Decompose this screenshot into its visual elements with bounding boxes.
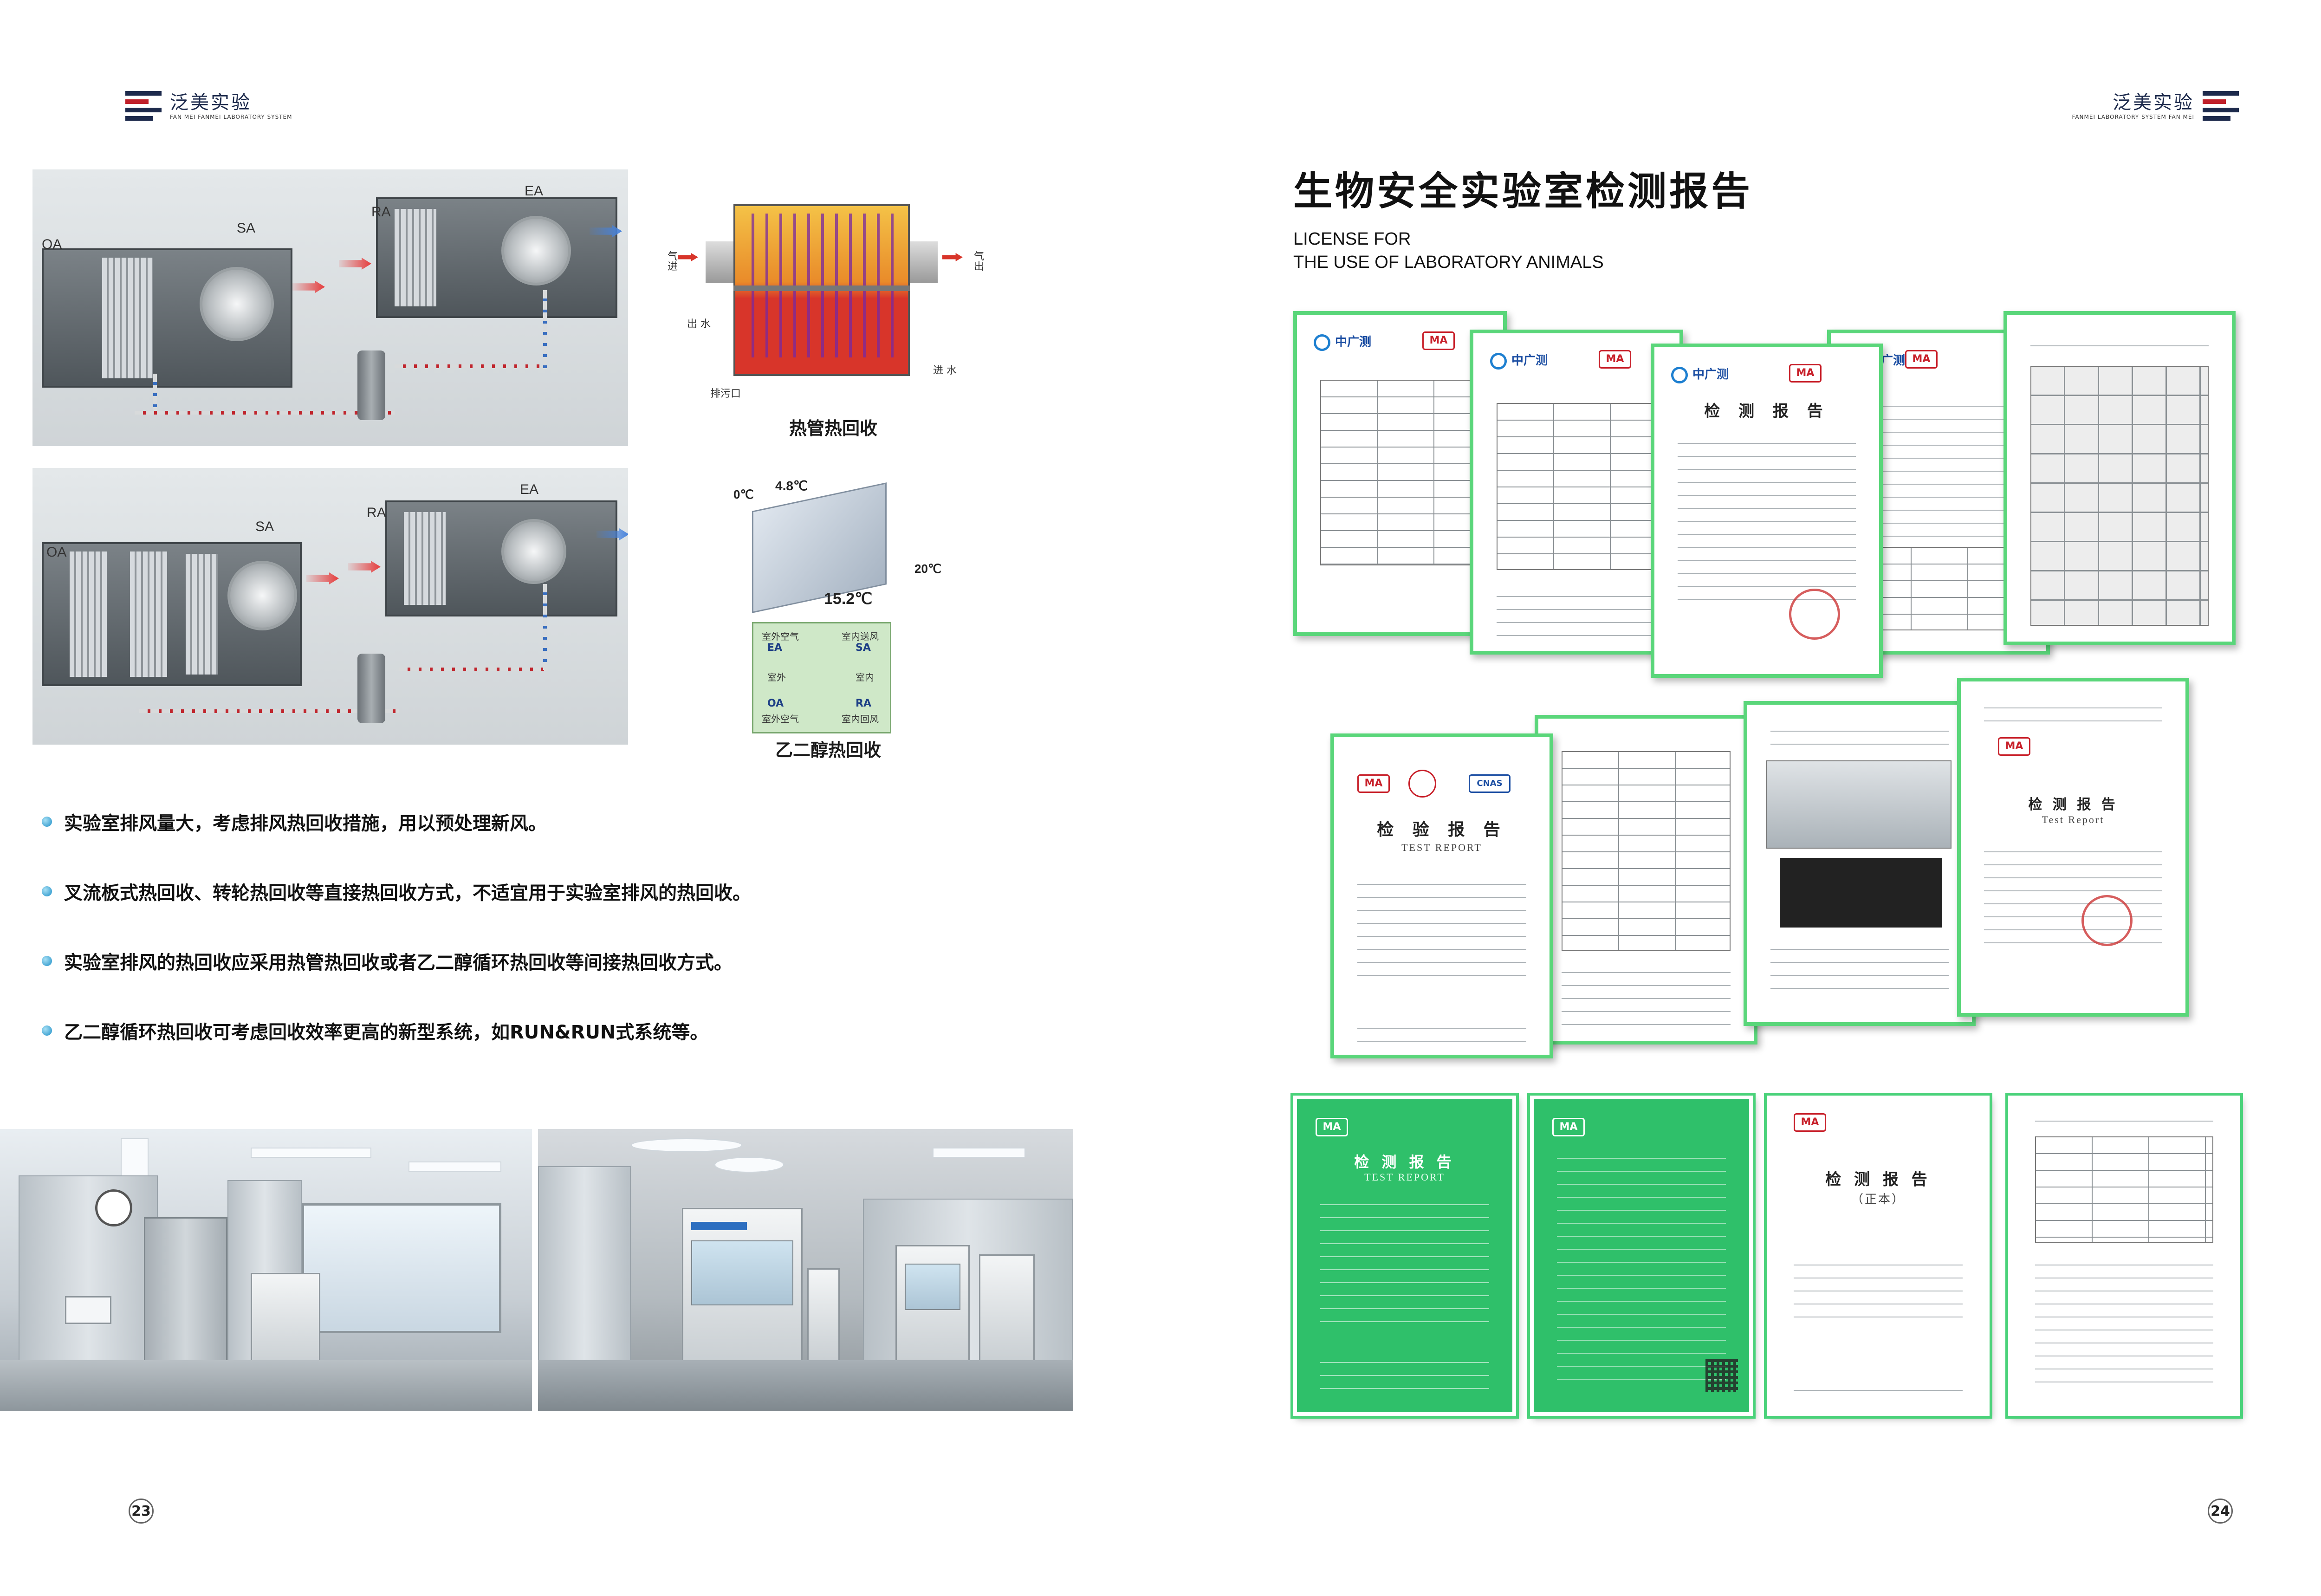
certificate: MA 检 测 报 告 Test Report xyxy=(1957,678,2189,1017)
certificate-green: MA xyxy=(1530,1096,1753,1416)
brand-logo-left: 泛美实验 FAN MEI FANMEI LABORATORY SYSTEM xyxy=(125,91,292,121)
caption-heat-pipe: 热管热回收 xyxy=(789,418,878,439)
label-ra-2: RA xyxy=(367,505,386,520)
brand-mark-icon xyxy=(2203,91,2239,121)
label-oa-2: OA xyxy=(46,545,67,560)
label-drain: 排污口 xyxy=(710,388,741,400)
panel-sa: SA xyxy=(856,642,871,654)
hvac-glycol-render: OA SA RA EA xyxy=(32,468,628,745)
panel-ea-cn: 室外空气 xyxy=(762,631,799,642)
bullet-dot-icon xyxy=(42,817,52,827)
label-ea-2: EA xyxy=(520,482,539,497)
label-sa: SA xyxy=(237,221,256,236)
panel-sa-cn: 室内送风 xyxy=(842,631,879,642)
brand-mark-icon xyxy=(125,91,162,121)
bullet-item: 实验室排风的热回收应采用热管热回收或者乙二醇循环热回收等间接热回收方式。 xyxy=(42,942,1109,980)
certificate-green: MA 检 测 报 告 TEST REPORT xyxy=(1293,1096,1516,1416)
bullet-item: 乙二醇循环热回收可考虑回收效率更高的新型系统，如RUN&RUN式系统等。 xyxy=(42,1012,1109,1049)
page-number-left: 23 xyxy=(129,1499,154,1524)
left-page: 泛美实验 FAN MEI FANMEI LABORATORY SYSTEM OA… xyxy=(0,91,1109,1524)
bullet-item: 叉流板式热回收、转轮热回收等直接热回收方式，不适宜用于实验室排风的热回收。 xyxy=(42,873,1109,910)
panel-ra: RA xyxy=(856,698,871,709)
temp-20: 20℃ xyxy=(914,562,942,576)
label-air-out: 气出 xyxy=(972,251,984,271)
certificate-floorplan xyxy=(2003,311,2236,645)
label-ra: RA xyxy=(371,204,391,220)
certificate-photo xyxy=(1744,701,1976,1026)
label-water-in: 进 水 xyxy=(933,365,957,376)
logo-ring-icon xyxy=(1490,352,1507,370)
logo-ring-icon xyxy=(1314,334,1330,351)
wall-clock-icon xyxy=(95,1189,132,1226)
certificate: 中广测 MA xyxy=(1470,330,1683,655)
lab-photo-biosafety-cabinet xyxy=(538,1129,1073,1411)
right-page: 泛美实验 FANMEI LABORATORY SYSTEM FAN MEI 生物… xyxy=(1168,0,2321,1596)
certificate-main: 中广测 MA 检 测 报 告 xyxy=(1651,344,1883,678)
bullet-dot-icon xyxy=(42,886,52,896)
hvac-heat-pipe-render: OA SA RA EA xyxy=(32,169,628,446)
heat-pipe-diagram: 气进 气出 出 水 进 水 排污口 xyxy=(664,200,989,404)
panel-oa-cn: 室外空气 xyxy=(762,714,799,725)
label-ea: EA xyxy=(525,183,544,199)
bullet-dot-icon xyxy=(42,956,52,966)
panel-outdoor: 室外 xyxy=(767,672,786,683)
temp-15-2: 15.2℃ xyxy=(824,590,873,608)
panel-indoor: 室内 xyxy=(856,672,874,683)
temp-4-8: 4.8℃ xyxy=(775,479,808,493)
panel-ea: EA xyxy=(767,642,783,654)
certificate xyxy=(1535,715,1757,1045)
lab-photo-corridor xyxy=(0,1129,532,1411)
label-sa-2: SA xyxy=(255,519,274,534)
page-title: 生物安全实验室检测报告 xyxy=(1293,169,1753,214)
brand-name: 泛美实验 xyxy=(170,92,252,113)
panel-oa: OA xyxy=(767,698,784,709)
label-water-out: 出 水 xyxy=(687,318,711,330)
bullet-dot-icon xyxy=(42,1025,52,1036)
red-stamp-icon xyxy=(2081,895,2133,946)
brand-subtitle: FAN MEI FANMEI LABORATORY SYSTEM xyxy=(170,114,292,120)
page-number-right: 24 xyxy=(2208,1499,2233,1524)
brand-subtitle: FANMEI LABORATORY SYSTEM FAN MEI xyxy=(2072,114,2194,120)
air-out-arrow-icon xyxy=(942,253,963,261)
certificate xyxy=(2008,1096,2240,1416)
glycol-diagram: 0℃ 4.8℃ 20℃ 15.2℃ 室外空气 EA 室内送风 SA 室外 室内 … xyxy=(729,478,941,738)
label-air-in: 气进 xyxy=(666,251,677,271)
panel-ra-cn: 室内回风 xyxy=(842,714,879,725)
bullet-item: 实验室排风量大，考虑排风热回收措施，用以预处理新风。 xyxy=(42,803,1109,840)
caption-glycol: 乙二醇热回收 xyxy=(775,740,882,760)
red-stamp-icon xyxy=(1789,589,1840,640)
certificate-original: MA 检 测 报 告 （正本） xyxy=(1767,1096,1990,1416)
temp-0: 0℃ xyxy=(733,487,754,501)
certification-seal-icon xyxy=(1408,770,1436,798)
qr-code-icon xyxy=(1705,1359,1738,1392)
bullet-list: 实验室排风量大，考虑排风热回收措施，用以预处理新风。 叉流板式热回收、转轮热回收… xyxy=(42,803,1109,1082)
certificate-inspection: MA CNAS 检 验 报 告 TEST REPORT xyxy=(1330,733,1553,1058)
label-oa: OA xyxy=(42,237,62,252)
logo-ring-icon xyxy=(1671,366,1688,383)
page-subtitle: LICENSE FOR THE USE OF LABORATORY ANIMAL… xyxy=(1293,229,1604,272)
brand-name: 泛美实验 xyxy=(2113,92,2194,113)
air-in-arrow-icon xyxy=(678,253,698,261)
brand-logo-right: 泛美实验 FANMEI LABORATORY SYSTEM FAN MEI xyxy=(2072,91,2239,121)
